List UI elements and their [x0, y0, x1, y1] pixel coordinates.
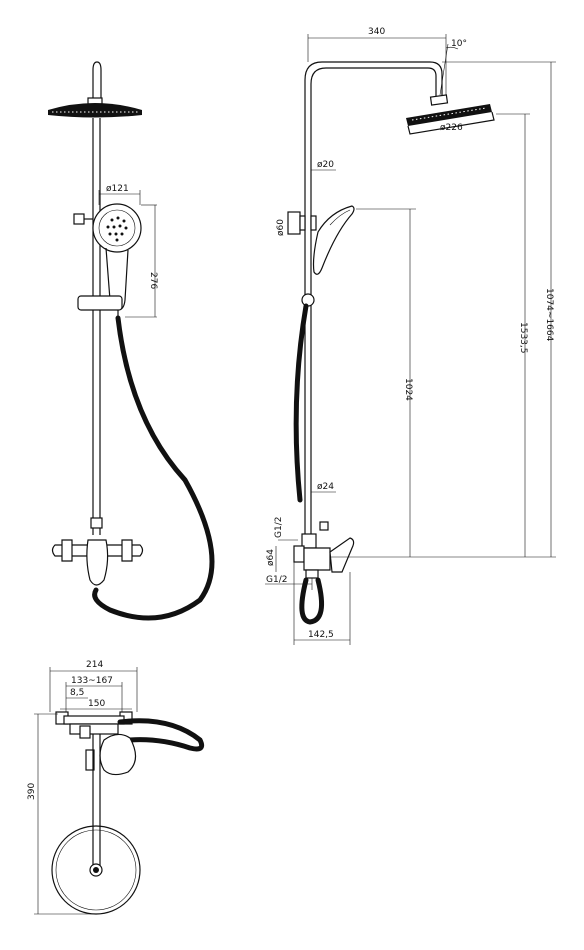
side-hose-lower: [299, 577, 325, 625]
plan-hand-shower: [99, 733, 137, 776]
side-hose-upper: [293, 303, 309, 503]
mixer-spout: [86, 539, 109, 586]
offset-label: 8,5: [70, 688, 84, 698]
riser-inner: [310, 67, 437, 555]
hand-shower-diameter-label: ø121: [106, 184, 129, 194]
slider-bracket: [77, 295, 123, 311]
height-range-label: 1074~1664: [544, 288, 554, 342]
top-arm-stub: [92, 61, 102, 100]
plan-depth-label: 390: [27, 783, 37, 800]
holder-diameter-label: ø60: [276, 219, 286, 236]
side-mixer-body: [303, 547, 331, 571]
side-mixer-handle: [329, 537, 355, 573]
plan-hose-loop: [117, 718, 205, 752]
mixer-width-label: 150: [88, 699, 105, 709]
tilt-angle-label: 10°: [451, 39, 467, 49]
overhead-shower-side: [406, 104, 492, 126]
inlet-thread-top-label: G1/2: [274, 517, 284, 538]
overhead-diameter-label: ø226: [440, 123, 463, 133]
hand-shower-length-label: 276: [148, 272, 158, 289]
arm-length-label: 340: [368, 27, 385, 37]
projection-depth-label: 142,5: [308, 630, 334, 640]
hand-rail-height-label: 1024: [403, 378, 413, 401]
lower-pipe-diameter-label: ø24: [317, 482, 334, 492]
shower-hose: [92, 315, 215, 621]
overhead-shower-front: [48, 103, 142, 118]
hand-shower-head: [92, 203, 142, 253]
front-view: ø121 276: [48, 61, 215, 621]
plan-view: 214 133~167 8,5 150 390: [27, 660, 205, 915]
total-height-label: 1533,5: [518, 322, 528, 354]
total-width-label: 214: [86, 660, 103, 670]
inlet-thread-bottom-label: G1/2: [266, 575, 287, 585]
plan-mixer-body: [63, 715, 125, 725]
rail-diameter-label: ø20: [317, 160, 334, 170]
escutcheon-diameter-label: ø64: [266, 549, 276, 566]
side-view: 340 10° ø226 ø20 ø60 1024 1533,5 1074~16…: [265, 27, 556, 645]
holder-knob: [73, 213, 85, 225]
center-distance-label: 133~167: [71, 676, 113, 686]
riser-outer: [304, 61, 443, 555]
hand-shower-side: [312, 205, 355, 275]
side-holder: [287, 211, 301, 235]
